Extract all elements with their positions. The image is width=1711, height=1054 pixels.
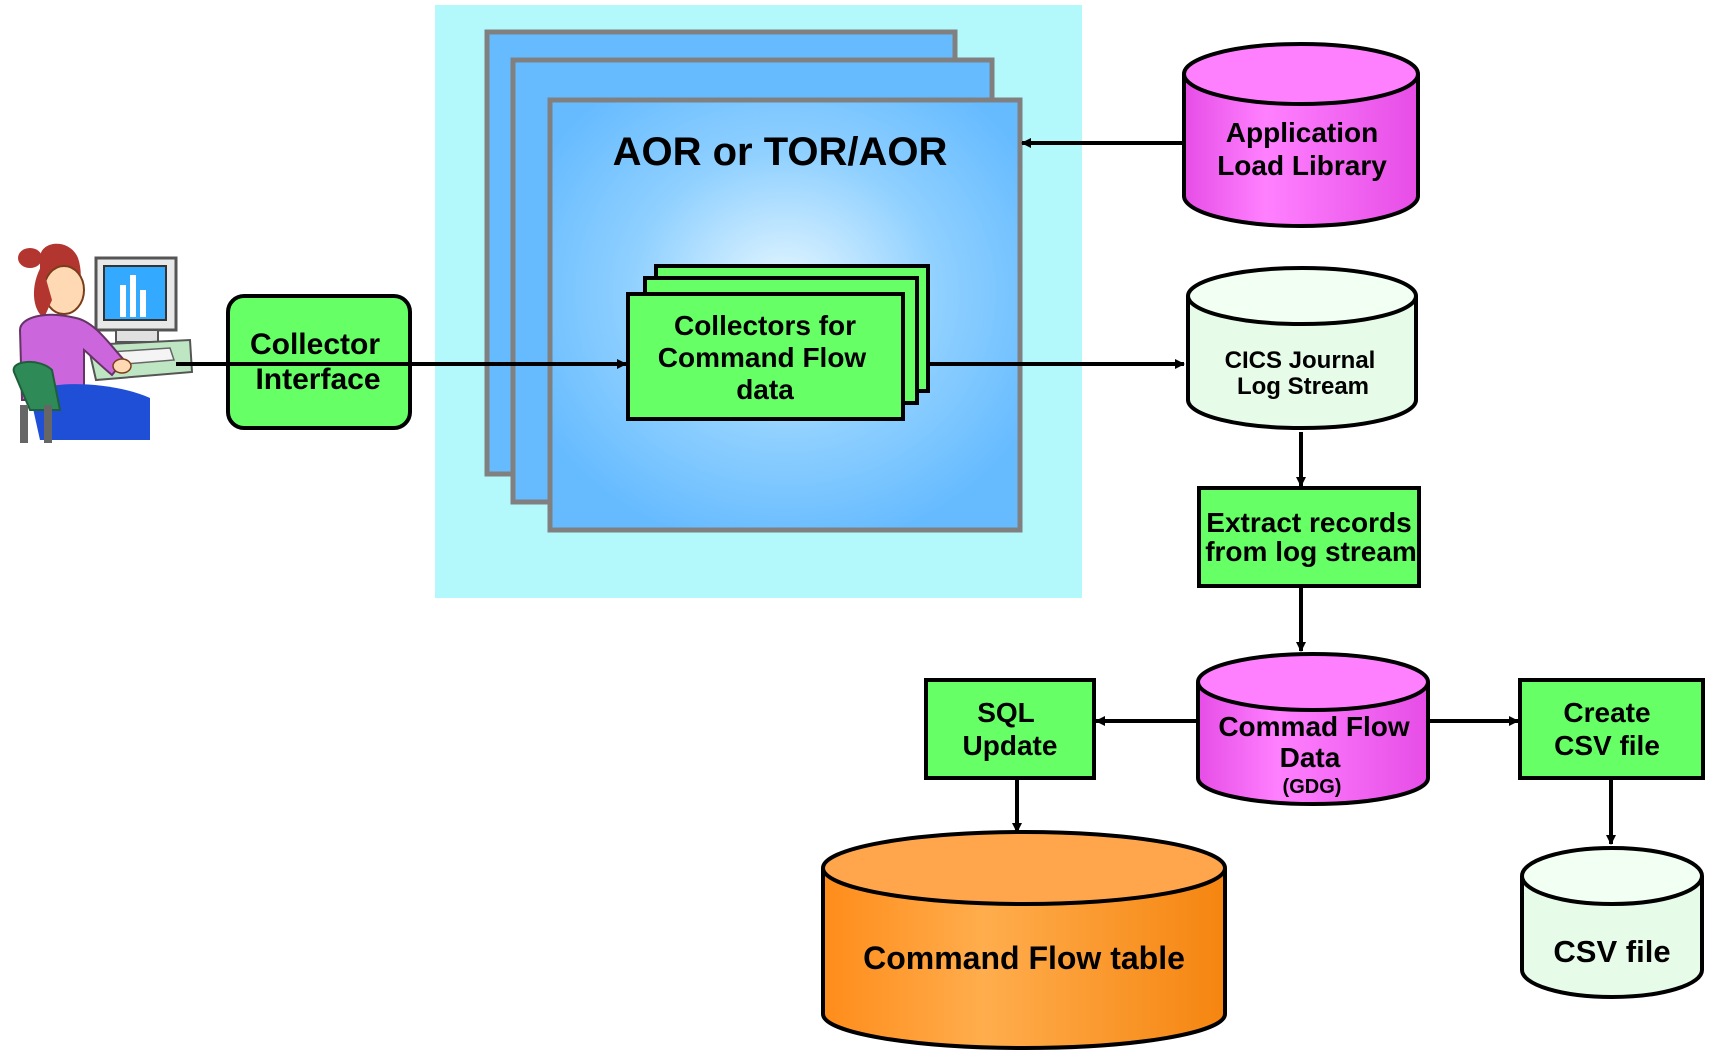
cics-journal-label-2: Log Stream [1237, 373, 1369, 400]
create-csv-label-2: CSV file [1554, 730, 1660, 761]
cics-journal-log-stream-db [1186, 266, 1418, 430]
collectors-box-front [626, 292, 905, 421]
command-flow-data-label-1: Commad Flow [1218, 711, 1410, 742]
sql-update-box [924, 678, 1096, 780]
create-csv-box [1518, 678, 1705, 780]
user-at-computer-icon [12, 243, 194, 443]
collectors-box-label-2: Command Flow [658, 342, 867, 373]
command-flow-table-db [821, 830, 1227, 1050]
extract-records-label-1: Extract records [1206, 507, 1411, 538]
create-csv-label-1: Create [1563, 697, 1650, 728]
sql-update-label-1: SQL [977, 697, 1035, 728]
csv-file-db [1520, 846, 1704, 999]
app-load-library-label-1: Application [1226, 117, 1378, 148]
cics-journal-label-1: CICS Journal [1225, 347, 1376, 374]
sql-update-label-2: Update [963, 730, 1058, 761]
command-flow-data-label-2: Data [1280, 742, 1341, 773]
collectors-box-label-1: Collectors for [674, 310, 856, 341]
csv-file-label: CSV file [1553, 934, 1670, 969]
extract-records-box [1197, 486, 1421, 588]
command-flow-data-db [1196, 652, 1430, 806]
collector-interface-label-2: Interface [255, 363, 380, 396]
application-load-library-db [1182, 42, 1420, 228]
command-flow-data-label-3: (GDG) [1283, 776, 1342, 798]
collectors-box-stack [626, 264, 930, 421]
app-load-library-label-2: Load Library [1217, 150, 1387, 181]
collector-interface-label-1: Collector [250, 328, 380, 361]
collectors-box-label-3: data [736, 374, 794, 405]
extract-records-label-2: from log stream [1205, 536, 1417, 567]
region-title: AOR or TOR/AOR [613, 130, 948, 174]
command-flow-table-label: Command Flow table [863, 940, 1185, 976]
